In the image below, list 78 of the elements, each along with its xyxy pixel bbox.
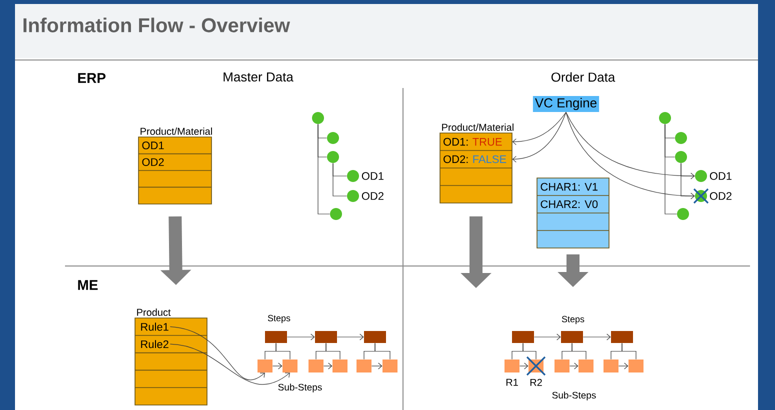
step-box [512,331,534,343]
arrow [618,362,628,370]
tree-node [312,112,324,124]
tree-node [347,170,359,182]
tree-line [622,342,636,360]
data-table: Product/Material OD1 OD2 [138,128,212,204]
table-row: OD2: FALSE [444,155,506,164]
step-box [364,331,386,343]
column-heading: Master Data [224,72,294,82]
table-row: Rule2 [141,340,168,348]
sub-step-box [628,360,644,372]
tree-line [522,342,536,360]
tree-line [572,342,586,360]
arrow [323,362,332,370]
node-label: R1 [506,378,518,386]
tree-node [675,132,687,144]
tree-node [347,190,359,202]
step-box [611,331,633,343]
curved-arrow [170,326,266,380]
node-label: OD2 [710,192,732,200]
engine-tag: VC Engine [532,96,600,112]
arrow [272,362,282,370]
step-box [265,331,287,343]
arrow [371,362,382,370]
sub-step-box [578,360,594,372]
tree-node [327,151,339,163]
step-box [561,331,583,343]
node-label: OD1 [710,172,732,180]
node-label: OD1 [362,172,384,180]
node-label: Product [137,308,171,316]
sub-step-box [382,360,398,372]
tree-line [276,342,290,360]
arrow [286,334,315,340]
tree-line [374,342,390,360]
table-row: OD1: TRUE [444,138,502,146]
tree-node [330,208,342,220]
sub-step-box [282,360,298,372]
column-heading: Order Data [551,72,616,82]
node-label: R2 [530,378,542,386]
sub-step-box [604,360,618,372]
arrow [582,334,611,340]
tree-node [659,112,671,124]
tree-node [695,170,707,182]
node-label: Product/Material [140,128,212,135]
tree-line [680,162,696,196]
slide-title: Information Flow - Overview [24,18,290,32]
curved-arrow [170,344,290,385]
curved-arrow [512,112,566,146]
arrow [534,334,561,340]
step-box [315,331,337,343]
tree-line [318,124,330,214]
sub-step-box [332,360,348,372]
curved-arrow [512,112,566,162]
sub-step-box [504,360,520,372]
arrow [519,362,528,370]
group-label: Sub-Steps [552,392,596,400]
section-label: ERP [78,73,106,83]
sub-step-box [554,360,570,372]
sub-step-box [308,360,324,372]
tree-node [677,208,689,220]
group-label: Sub-Steps [278,384,322,392]
data-table: CHAR1: V1 CHAR2: V0 [536,178,610,248]
curved-arrow [566,112,695,180]
sub-step-box [258,360,272,372]
curved-arrow [566,112,695,200]
arrow [569,362,578,370]
tree-node [675,151,687,163]
tree-line [332,162,348,196]
sub-step-box [356,360,372,372]
tree-line [664,124,678,214]
group-label: Steps [268,314,290,324]
table-row: Rule1 [141,322,168,331]
section-label: ME [78,280,98,290]
tree-line [326,342,340,360]
tree-node [327,132,339,144]
node-label: Product/Material [442,124,514,131]
node-label: OD2 [362,192,384,200]
arrow [336,334,364,340]
